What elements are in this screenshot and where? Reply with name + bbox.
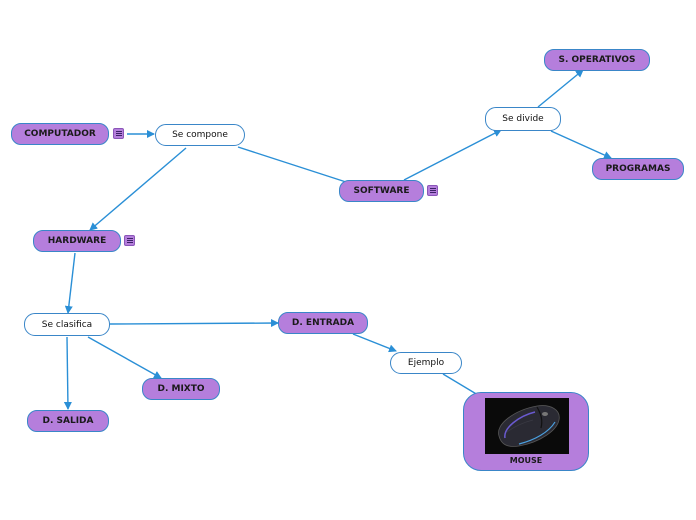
node-s-operativos-label: S. OPERATIVOS	[558, 55, 636, 65]
node-programas-label: PROGRAMAS	[605, 164, 671, 174]
note-icon[interactable]	[113, 128, 124, 139]
connector-seclasifica-dmixto	[87, 336, 162, 379]
connector-seclasifica-dentrada	[109, 319, 279, 328]
node-hardware[interactable]: HARDWARE	[33, 230, 121, 252]
connector-sedivide-programas	[550, 130, 612, 159]
node-se-compone-label: Se compone	[172, 130, 228, 140]
connector-dentrada-ejemplo	[352, 333, 397, 353]
mouse-image	[485, 398, 569, 454]
node-se-compone[interactable]: Se compone	[155, 124, 245, 146]
node-software-label: SOFTWARE	[353, 186, 410, 196]
node-d-salida-label: D. SALIDA	[42, 416, 94, 426]
connector-secompone-software	[237, 146, 347, 183]
node-computador[interactable]: COMPUTADOR	[11, 123, 109, 145]
node-mouse[interactable]: MOUSE	[463, 392, 589, 471]
connector-seclasifica-dsalida	[63, 336, 72, 410]
connector-ejemplo-mouse	[442, 373, 479, 396]
node-programas[interactable]: PROGRAMAS	[592, 158, 684, 180]
connector-secompone-hardware	[89, 147, 187, 231]
node-d-mixto[interactable]: D. MIXTO	[142, 378, 220, 400]
node-se-clasifica-label: Se clasifica	[41, 319, 93, 330]
node-s-operativos[interactable]: S. OPERATIVOS	[544, 49, 650, 71]
node-d-entrada-label: D. ENTRADA	[291, 318, 355, 328]
node-software[interactable]: SOFTWARE	[339, 180, 424, 202]
node-se-clasifica[interactable]: Se clasifica	[24, 313, 110, 336]
node-se-divide-label: Se divide	[502, 114, 544, 124]
connector-software-sedivide	[403, 129, 502, 181]
node-se-divide[interactable]: Se divide	[485, 107, 561, 131]
connector-sedivide-soperativos	[537, 69, 584, 108]
node-ejemplo-label: Ejemplo	[407, 358, 445, 368]
note-icon[interactable]	[124, 235, 135, 246]
note-icon[interactable]	[427, 185, 438, 196]
node-hardware-label: HARDWARE	[47, 236, 107, 246]
node-computador-label: COMPUTADOR	[24, 129, 96, 139]
node-ejemplo[interactable]: Ejemplo	[390, 352, 462, 374]
connector-hardware-seclasifica	[64, 252, 76, 314]
node-mouse-label: MOUSE	[509, 456, 543, 465]
node-d-salida[interactable]: D. SALIDA	[27, 410, 109, 432]
node-d-mixto-label: D. MIXTO	[157, 384, 205, 394]
node-d-entrada[interactable]: D. ENTRADA	[278, 312, 368, 334]
